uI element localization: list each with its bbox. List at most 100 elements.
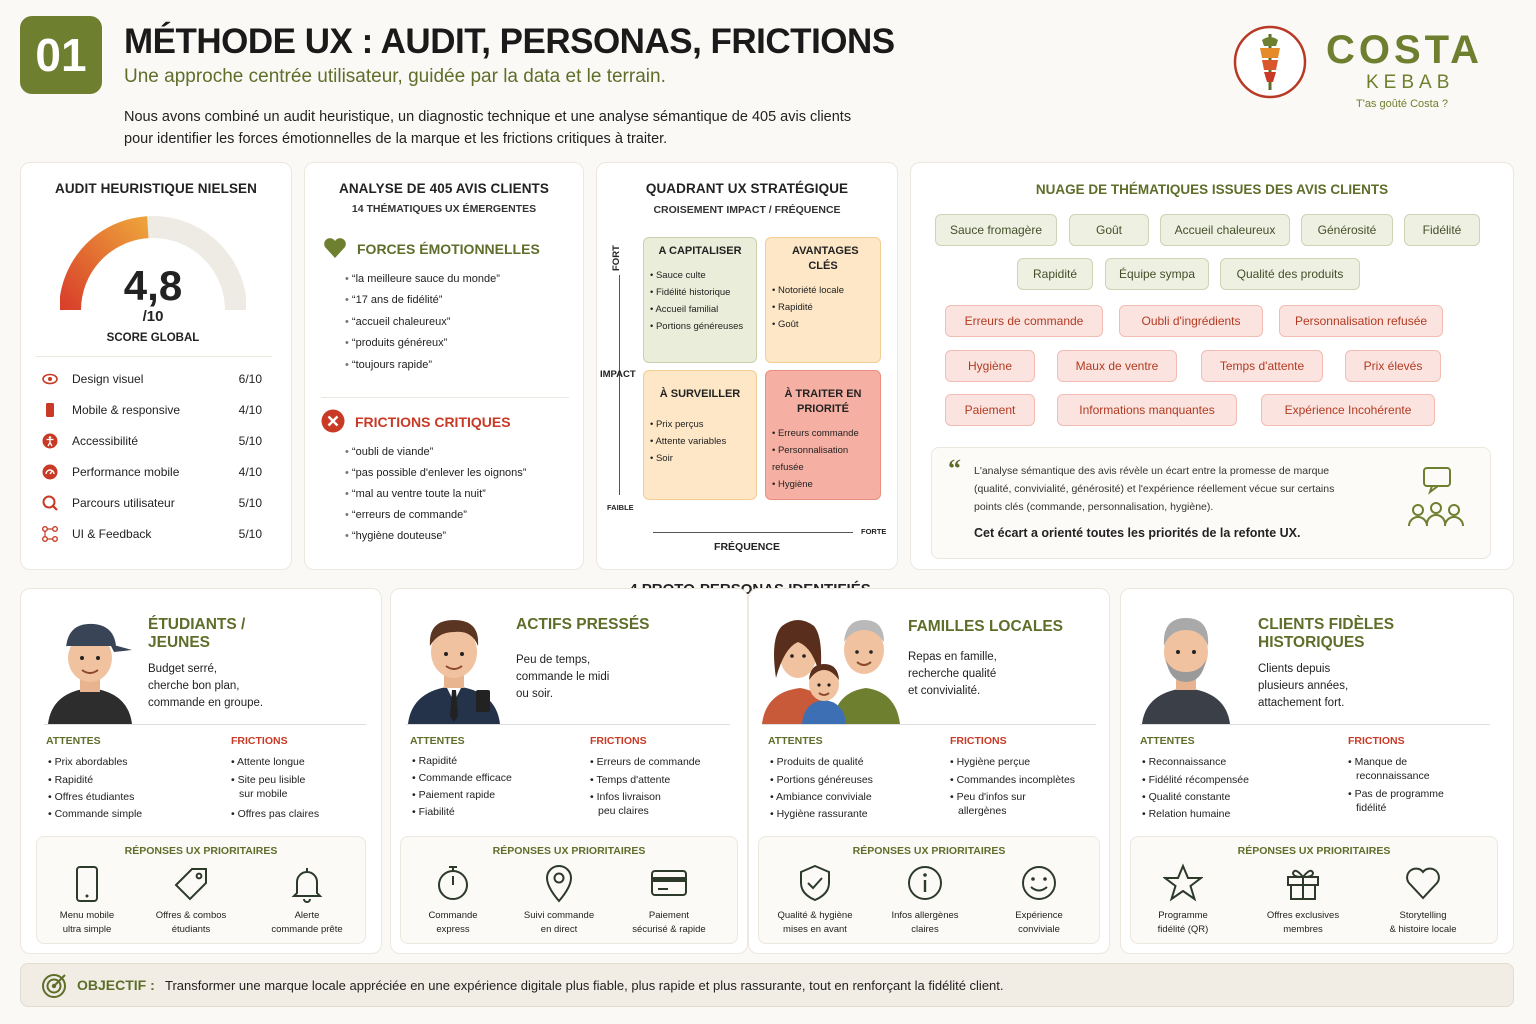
quadrant-item: Accueil familial bbox=[650, 301, 750, 318]
quadrant-label: A CAPITALISER bbox=[658, 245, 742, 257]
group-discussion-icon bbox=[1408, 467, 1464, 527]
criterion-accessibility: Accessibilité 5/10 bbox=[42, 431, 262, 451]
eye-icon bbox=[42, 371, 58, 387]
theme-tag-positive: Équipe sympa bbox=[1105, 258, 1209, 290]
criterion-label: Parcours utilisateur bbox=[72, 496, 175, 510]
criterion-performance: Performance mobile 4/10 bbox=[42, 462, 262, 482]
insight-text: L'analyse sémantique des avis révèle un … bbox=[974, 462, 1334, 516]
y-axis-label: IMPACT bbox=[600, 369, 636, 380]
friction-item: Commandes incomplètes bbox=[950, 773, 1075, 787]
response-label: Offres exclusives bbox=[1266, 910, 1340, 921]
theme-tag-negative: Expérience Incohérente bbox=[1261, 394, 1435, 426]
y-axis-high: FORT bbox=[611, 245, 622, 271]
quadrant-label: À SURVEILLER bbox=[659, 388, 741, 400]
responses-heading: RÉPONSES UX PRIORITAIRES bbox=[124, 845, 278, 857]
divider bbox=[406, 724, 730, 725]
response-label: membres bbox=[1283, 924, 1323, 935]
quadrant-priority: À TRAITER EN PRIORITÉ Erreurs commandePe… bbox=[765, 370, 881, 500]
attente-item: Relation humaine bbox=[1142, 807, 1231, 821]
quadrant-item: Erreurs commande bbox=[772, 425, 874, 442]
attente-item: Fidélité récompensée bbox=[1142, 773, 1249, 787]
attente-item: Prix abordables bbox=[48, 755, 128, 769]
force-quote: “accueil chaleureux” bbox=[345, 316, 450, 328]
friction-quote: “mal au ventre toute la nuit” bbox=[345, 488, 486, 500]
insight-line: points clés (commande, personnalisation,… bbox=[974, 501, 1214, 513]
reviews-subtitle: 14 THÉMATIQUES UX ÉMERGENTES bbox=[351, 203, 537, 215]
insight-line: (qualité, convivialité, générosité) et l… bbox=[974, 483, 1335, 495]
student-avatar bbox=[48, 623, 132, 724]
quadrant-item: Notoriété locale bbox=[772, 282, 874, 299]
persona-desc-line: commande en groupe. bbox=[148, 697, 264, 709]
response-item: Offres exclusives membres bbox=[1253, 863, 1353, 937]
credit-card-icon bbox=[651, 870, 687, 896]
attente-item: Reconnaissance bbox=[1142, 755, 1227, 769]
quadrant-label: AVANTAGES CLÉS bbox=[792, 245, 859, 272]
response-label: Infos allergènes bbox=[891, 910, 959, 921]
divider bbox=[762, 724, 1096, 725]
frictions-heading: FRICTIONS bbox=[950, 735, 1007, 747]
logo-brand-name: COSTA bbox=[1326, 28, 1484, 72]
criterion-label: Mobile & responsive bbox=[72, 403, 181, 417]
criterion-score: 4/10 bbox=[238, 465, 262, 479]
quadrant-item: Goût bbox=[772, 316, 874, 333]
persona-desc-line: plusieurs années, bbox=[1258, 680, 1349, 692]
persona-name-line: JEUNES bbox=[148, 634, 211, 651]
attente-item: Commande efficace bbox=[412, 771, 512, 785]
criterion-design: Design visuel 6/10 bbox=[42, 369, 262, 389]
ux-responses-panel: RÉPONSES UX PRIORITAIRES Qualité & hygiè… bbox=[758, 836, 1100, 944]
response-item: Suivi commande en direct bbox=[509, 863, 609, 937]
response-label: en direct bbox=[540, 924, 578, 935]
criterion-score: 6/10 bbox=[238, 372, 262, 386]
reviews-title: ANALYSE DE 405 AVIS CLIENTS bbox=[338, 181, 549, 196]
response-label: & histoire locale bbox=[1389, 924, 1457, 935]
quadrant-item: Fidélité historique bbox=[650, 284, 750, 301]
theme-tag-positive: Sauce fromagère bbox=[935, 214, 1057, 246]
criterion-label: UI & Feedback bbox=[72, 527, 152, 541]
force-quote: “la meilleure sauce du monde” bbox=[345, 273, 500, 285]
shield-check-icon bbox=[800, 864, 830, 902]
heart-icon bbox=[324, 238, 346, 258]
divider bbox=[1140, 724, 1490, 725]
theme-tag-negative: Hygiène bbox=[945, 350, 1035, 382]
persona-name-line: HISTORIQUES bbox=[1258, 634, 1365, 651]
theme-tag-positive: Rapidité bbox=[1017, 258, 1093, 290]
attente-item: Portions généreuses bbox=[770, 773, 873, 787]
criterion-label: Design visuel bbox=[72, 372, 144, 386]
friction-quote: “pas possible d'enlever les oignons” bbox=[345, 467, 527, 479]
attente-item: Ambiance conviviale bbox=[770, 790, 872, 804]
page-title: MÉTHODE UX : AUDIT, PERSONAS, FRICTIONS bbox=[124, 22, 895, 61]
response-label: Programme bbox=[1158, 910, 1208, 921]
star-icon bbox=[1163, 863, 1203, 902]
response-label: Offres & combos bbox=[155, 910, 227, 921]
persona-desc-line: attachement fort. bbox=[1258, 697, 1345, 709]
quote-mark-icon: “ bbox=[948, 454, 961, 483]
smartphone-icon bbox=[76, 866, 98, 902]
theme-tag-negative: Temps d'attente bbox=[1201, 350, 1323, 382]
insight-line: L'analyse sémantique des avis révèle un … bbox=[974, 465, 1330, 477]
intro-text: Nous avons combiné un audit heuristique,… bbox=[124, 106, 904, 150]
responses-heading: RÉPONSES UX PRIORITAIRES bbox=[492, 845, 646, 857]
persona-desc-line: et convivialité. bbox=[908, 685, 981, 697]
criterion-score: 5/10 bbox=[238, 527, 262, 541]
quadrant-item: Hygiène bbox=[772, 476, 874, 493]
theme-tag-negative: Personnalisation refusée bbox=[1279, 305, 1443, 337]
response-label: Suivi commande bbox=[523, 910, 595, 921]
close-icon bbox=[321, 409, 345, 433]
criterion-score: 5/10 bbox=[238, 434, 262, 448]
theme-tag-positive: Générosité bbox=[1301, 214, 1393, 246]
logo-brand-sub: KEBAB bbox=[1366, 72, 1455, 93]
friction-item: Attente longue bbox=[231, 755, 305, 769]
intro-line-2: pour identifier les forces émotionnelles… bbox=[124, 131, 668, 147]
